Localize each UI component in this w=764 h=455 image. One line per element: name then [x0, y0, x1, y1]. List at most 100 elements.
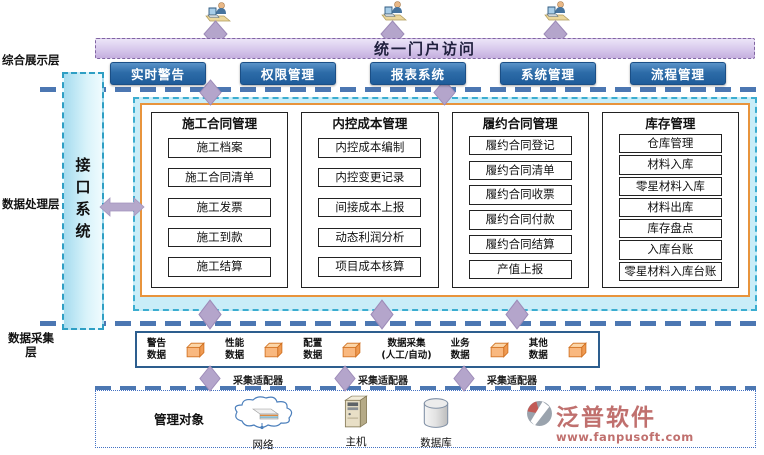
flow-diamond-icon — [199, 79, 222, 106]
collection-item-label: 性能数据 — [225, 338, 244, 361]
module-column-4: 库存管理仓库管理材料入库零星材料入库材料出库库存盘点入库台账零星材料入库台账 — [601, 112, 739, 288]
interface-system-box: 接口系统 — [62, 72, 104, 330]
brand-name: 泛普软件 — [556, 405, 656, 431]
module-item: 施工结算 — [168, 257, 272, 277]
module-title: 施工合同管理 — [182, 116, 258, 131]
module-column-3: 履约合同管理履约合同登记履约合同清单履约合同收票履约合同付款履约合同结算产值上报 — [451, 112, 589, 288]
collection-item-line: 警告 — [147, 338, 167, 350]
module-item: 施工档案 — [168, 138, 272, 158]
adapter-label: 采集适配器 — [487, 376, 537, 387]
module-item: 内控变更记录 — [318, 168, 422, 188]
module-title: 库存管理 — [645, 116, 696, 131]
collection-item-label: 业务数据 — [451, 338, 470, 361]
flow-diamond-icon — [433, 79, 456, 106]
portal-button-3[interactable]: 报表系统 — [370, 62, 466, 85]
network-object: 网络 — [230, 394, 296, 452]
module-item: 履约合同清单 — [468, 160, 572, 180]
flow-diamond-icon — [198, 299, 222, 330]
module-item: 仓库管理 — [618, 134, 722, 154]
module-item: 零星材料入库台账 — [618, 261, 722, 281]
collection-item-label: 配置数据 — [303, 338, 322, 361]
adapter-label: 采集适配器 — [358, 376, 408, 387]
data-cube-icon — [567, 341, 588, 359]
layer-separator-line — [40, 321, 756, 326]
layer-label-presentation: 综合展示层 — [2, 53, 60, 67]
portal-button-2[interactable]: 权限管理 — [240, 62, 336, 85]
data-cube-icon — [185, 341, 206, 359]
brand-mark-icon — [526, 400, 553, 431]
module-column-1: 施工合同管理施工档案施工合同清单施工发票施工到款施工结算 — [151, 112, 289, 288]
collection-item-label: 其他数据 — [529, 338, 548, 361]
module-item: 零星材料入库 — [618, 176, 722, 196]
module-item: 间接成本上报 — [318, 197, 422, 218]
collection-item-line: 数据 — [303, 349, 323, 361]
module-item: 施工合同清单 — [168, 168, 272, 188]
double-arrow-icon — [99, 196, 145, 218]
module-item: 产值上报 — [468, 259, 572, 280]
flow-diamond-icon — [505, 299, 529, 330]
module-item: 材料入库 — [618, 155, 722, 175]
workstation-user-icon — [378, 0, 408, 22]
collection-item-line: 其他 — [528, 338, 548, 350]
brand-url[interactable]: www.fanpusoft.com — [556, 430, 694, 444]
layer-separator-line — [40, 87, 756, 92]
module-items: 内控成本编制内控变更记录间接成本上报动态利润分析项目成本核算 — [302, 133, 437, 282]
workstation-user-icon — [541, 0, 571, 22]
collection-item-line: (人工/自动) — [381, 349, 432, 361]
module-item: 施工发票 — [168, 197, 272, 218]
interface-system-label: 接口系统 — [73, 157, 92, 245]
network-cloud-icon — [230, 394, 296, 436]
collection-item-label: 数据采集(人工/自动) — [381, 338, 431, 361]
brand-logo: 泛普软件 www.fanpusoft.com — [526, 398, 751, 444]
collection-item-line: 数据 — [147, 349, 167, 361]
collection-item-line: 数据 — [450, 349, 470, 361]
collection-item-label: 警告数据 — [147, 338, 166, 361]
flow-diamond-icon — [370, 299, 394, 330]
portal-title: 统一门户访问 — [373, 40, 476, 58]
collection-item-line: 业务 — [450, 338, 470, 350]
module-item: 动态利润分析 — [318, 227, 422, 247]
managed-objects-box: 管理对象 网络 — [95, 390, 756, 451]
layer-label-processing: 数据处理层 — [2, 197, 60, 211]
collection-item-line: 数据 — [528, 349, 548, 361]
portal-button-4[interactable]: 系统管理 — [500, 62, 596, 85]
collection-item-line: 性能 — [225, 338, 245, 350]
module-item: 施工到款 — [168, 227, 272, 247]
module-item: 材料出库 — [618, 197, 722, 218]
module-item: 履约合同结算 — [468, 235, 572, 255]
adapter-diamond-icon — [334, 365, 356, 392]
layer-separator-line — [95, 386, 756, 390]
module-column-2: 内控成本管理内控成本编制内控变更记录间接成本上报动态利润分析项目成本核算 — [301, 112, 439, 288]
processing-layer-box: 施工合同管理施工档案施工合同清单施工发票施工到款施工结算内控成本管理内控成本编制… — [133, 97, 757, 311]
module-item: 库存盘点 — [618, 219, 722, 239]
database-icon — [414, 396, 458, 434]
module-items: 仓库管理材料入库零星材料入库材料出库库存盘点入库台账零星材料入库台账 — [603, 133, 738, 282]
module-item: 入库台账 — [618, 240, 722, 260]
layer-label-collection: 数据采集层 — [8, 331, 54, 360]
workstation-user-icon — [202, 1, 232, 23]
collection-item-line: 数据 — [225, 349, 245, 361]
portal-button-1[interactable]: 实时警告 — [110, 62, 206, 85]
collection-item-line: 配置 — [303, 338, 323, 350]
data-cube-icon — [263, 341, 284, 359]
adapter-diamond-icon — [453, 365, 475, 392]
adapter-label: 采集适配器 — [233, 376, 283, 387]
data-cube-icon — [489, 341, 510, 359]
module-title: 履约合同管理 — [482, 116, 558, 131]
data-collection-box: 警告数据性能数据配置数据数据采集(人工/自动)业务数据其他数据 — [135, 331, 600, 368]
host-label: 主机 — [345, 436, 367, 448]
portal-button-5[interactable]: 流程管理 — [630, 62, 726, 85]
host-server-icon — [336, 395, 376, 433]
network-label: 网络 — [252, 439, 274, 451]
data-cube-icon — [341, 341, 362, 359]
adapter-diamond-icon — [199, 365, 221, 392]
portal-access-bar: 统一门户访问 — [95, 38, 755, 59]
module-items: 施工档案施工合同清单施工发票施工到款施工结算 — [152, 133, 287, 282]
collection-item-line: 数据采集 — [387, 338, 426, 350]
portal-buttons-row: 实时警告 权限管理 报表系统 系统管理 流程管理 — [110, 62, 726, 85]
module-item: 内控成本编制 — [318, 138, 422, 158]
module-item: 履约合同收票 — [468, 185, 572, 205]
layer-label-managed-objects: 管理对象 — [154, 412, 205, 427]
module-items: 履约合同登记履约合同清单履约合同收票履约合同付款履约合同结算产值上报 — [453, 133, 588, 282]
